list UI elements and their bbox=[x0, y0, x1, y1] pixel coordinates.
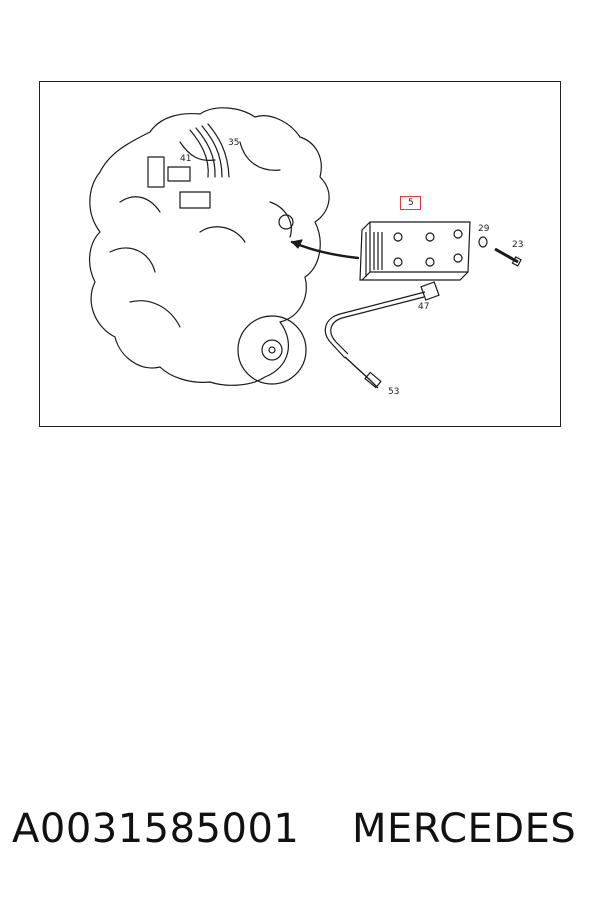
callout-41: 41 bbox=[180, 154, 192, 164]
engine-block bbox=[88, 107, 330, 386]
part-number: A0031585001 bbox=[12, 806, 300, 852]
washer-part bbox=[478, 236, 488, 248]
callout-35: 35 bbox=[228, 138, 240, 148]
callout-23: 23 bbox=[512, 240, 524, 250]
callout-5-highlighted[interactable]: 5 bbox=[400, 196, 421, 210]
pointer-arrow bbox=[290, 240, 360, 260]
oil-cooler-part bbox=[359, 221, 471, 281]
engine-illustration bbox=[88, 107, 522, 389]
callout-29: 29 bbox=[478, 224, 490, 234]
product-caption: A0031585001 MERCEDES bbox=[0, 800, 600, 860]
callout-47: 47 bbox=[418, 302, 430, 312]
sensor-cable bbox=[324, 291, 426, 359]
callout-53: 53 bbox=[388, 387, 400, 397]
flywheel bbox=[237, 315, 307, 385]
brand-name: MERCEDES bbox=[352, 806, 577, 852]
exploded-diagram-frame: 35 41 5 29 23 47 53 bbox=[39, 81, 561, 427]
sensor-probe bbox=[344, 356, 379, 389]
